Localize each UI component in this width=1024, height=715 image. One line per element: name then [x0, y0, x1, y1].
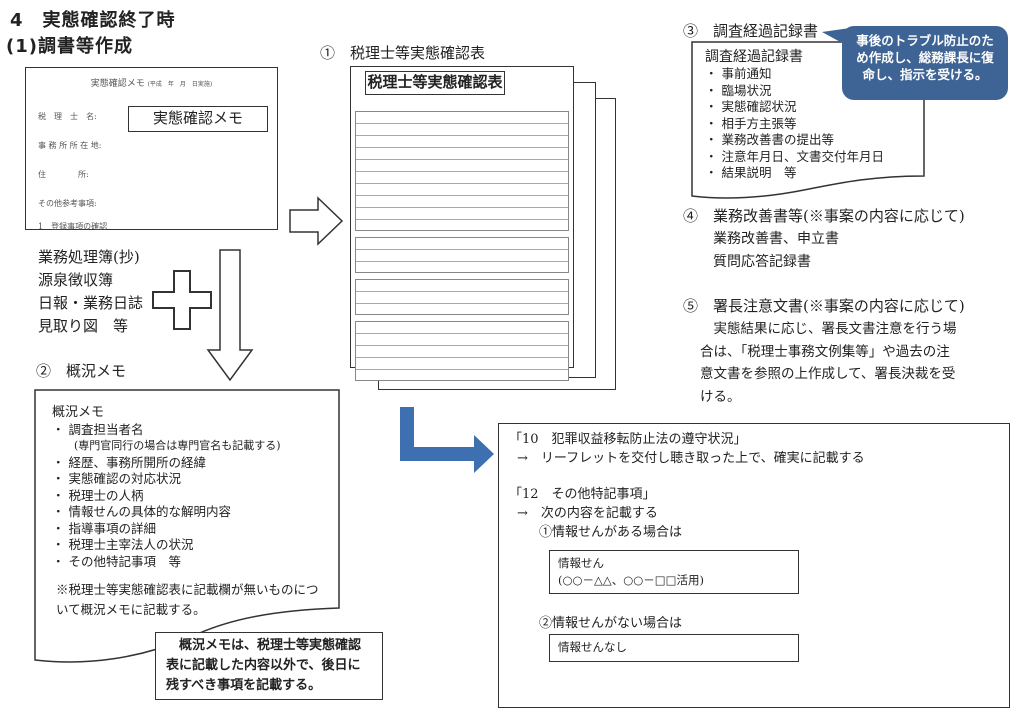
section3-callout: 事後のトラブル防止のため作成し、総務課長に復命し、指示を受ける。 — [842, 26, 1008, 100]
list-item-note: (専門官同行の場合は専門官名も記載する) — [74, 439, 281, 452]
section5-heading: ⑤ 署長注意文書(※事案の内容に応じて) — [683, 297, 965, 315]
section2-footnote: ※税理士等実態確認表に記載欄が無いものについて概況メモに記載する。 — [56, 582, 319, 617]
list-item: 指導事項の詳細 — [68, 520, 156, 536]
case1-box-line2: (○○－△△、○○－□□活用) — [558, 573, 705, 587]
case2-box: 情報せんなし — [549, 634, 799, 662]
section2-doc: 概況メモ ・ 調査担当者名 (専門官同行の場合は専門官名も記載する) ・ 経歴、… — [52, 405, 281, 569]
list-item: 相手方主張等 — [721, 115, 797, 131]
form-label: 税理士等実態確認表 — [365, 71, 505, 95]
case1-box: 情報せん (○○－△△、○○－□□活用) — [549, 550, 799, 594]
list-item: 結果説明 等 — [721, 165, 797, 180]
list-item: 税理士の人柄 — [68, 487, 144, 503]
section1-heading: ① 税理士等実態確認表 — [320, 44, 486, 62]
other-doc: 源泉徴収簿 — [38, 271, 114, 289]
section3-heading: ③ 調査経過記録書 — [683, 22, 819, 40]
note-case2: ②情報せんがない場合は — [539, 616, 683, 631]
note-item10: 「10 犯罪収益移転防止法の遵守状況」 — [509, 432, 747, 447]
list-item: 臨場状況 — [721, 82, 772, 98]
form-table — [355, 321, 569, 381]
section3-doc-title: 調査経過記録書 — [705, 49, 803, 65]
list-item: 実態確認状況 — [721, 99, 797, 114]
section2-heading: ② 概況メモ — [36, 362, 127, 380]
down-arrow-icon — [206, 249, 254, 382]
form-table — [355, 111, 569, 231]
notes-box: 「10 犯罪収益移転防止法の遵守状況」 → リーフレットを交付し聴き取った上で、… — [498, 423, 1010, 708]
other-doc: 日報・業務日誌 — [38, 294, 144, 312]
list-item: その他特記事項 等 — [68, 553, 181, 569]
list-item: 事前通知 — [721, 66, 772, 81]
right-arrow-icon — [289, 196, 344, 246]
page-title: 4 実態確認終了時 — [10, 10, 176, 31]
section2-doc-title: 概況メモ — [52, 405, 105, 420]
section2-callout: 概況メモは、税理士等実態確認表に記載した内容以外で、後日に残すべき事項を記載する… — [155, 632, 383, 700]
case1-box-line1: 情報せん — [558, 556, 604, 570]
note-case1: ①情報せんがある場合は — [539, 525, 683, 540]
list-item: 業務改善書の提出等 — [721, 132, 834, 147]
list-item: 調査担当者名 — [68, 421, 144, 437]
memo-form-field: 住 所: — [38, 170, 89, 179]
form-table — [355, 237, 569, 273]
plus-icon — [152, 270, 212, 330]
list-item: 実態確認の対応状況 — [68, 471, 181, 486]
list-item: 税理士主宰法人の状況 — [68, 537, 194, 552]
section5-body: 実態結果に応じ、署長文書注意を行う場合は、「税理士事務文例集等」や過去の注意文書… — [700, 321, 957, 405]
list-item: 注意年月日、文書交付年月日 — [721, 148, 884, 164]
memo-form-header-note: (平成 年 月 日実施) — [147, 81, 213, 88]
list-item: 情報せんの具体的な解明内容 — [68, 504, 231, 519]
form-page-front: 税理士等実態確認表 — [350, 66, 574, 381]
memo-form-field: その他参考事項: — [38, 199, 97, 208]
memo-form-header: 実態確認メモ — [90, 79, 145, 89]
note-item10-arrow: → リーフレットを交付し聴き取った上で、確実に記載する — [517, 451, 865, 466]
other-doc: 業務処理簿(抄) — [38, 248, 140, 266]
other-docs-list: 業務処理簿(抄) 源泉徴収簿 日報・業務日誌 見取り図 等 — [38, 246, 143, 338]
other-doc: 見取り図 等 — [38, 317, 129, 335]
section4-line: 業務改善書、申立書 — [713, 231, 839, 247]
memo-form-image: 実態確認メモ (平成 年 月 日実施) 実態確認メモ 税 理 士 名: 事 務 … — [25, 67, 278, 231]
note-item12: 「12 その他特記事項」 — [509, 487, 656, 502]
section3-doc: 調査経過記録書 ・ 事前通知 ・ 臨場状況 ・ 実態確認状況 ・ 相手方主張等 … — [705, 49, 884, 180]
blue-arrow-icon — [400, 407, 494, 473]
memo-form-label: 実態確認メモ — [128, 106, 268, 132]
section4-line: 質問応答記録書 — [713, 254, 811, 270]
memo-form-field: 1 登録事項の確認 — [38, 222, 108, 231]
section4-lines: 業務改善書、申立書 質問応答記録書 — [713, 228, 839, 274]
page-subtitle: (1)調書等作成 — [6, 36, 133, 57]
memo-form-field: 事 務 所 所 在 地: — [38, 141, 102, 150]
list-item: 経歴、事務所開所の経緯 — [68, 454, 206, 470]
form-table — [355, 279, 569, 315]
section4-heading: ④ 業務改善書等(※事案の内容に応じて) — [683, 207, 965, 225]
note-item12-arrow: → 次の内容を記載する — [517, 506, 658, 521]
memo-form-field: 税 理 士 名: — [38, 112, 97, 121]
